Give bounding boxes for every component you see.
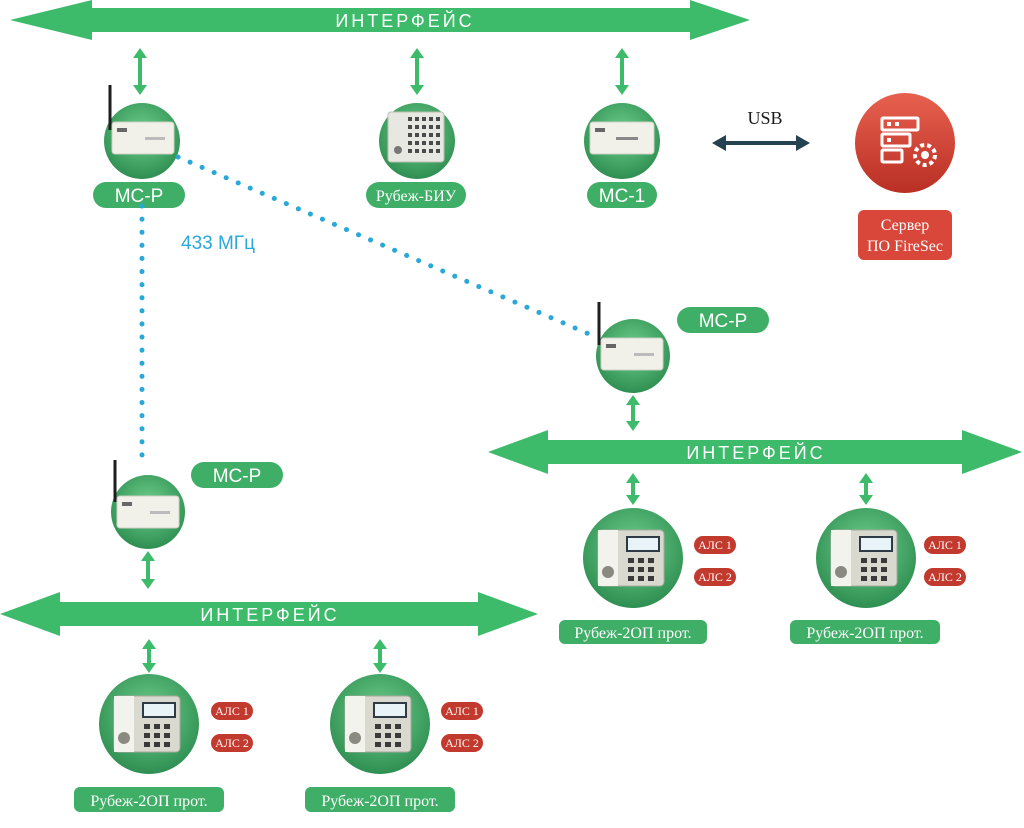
connector-ms-1: [615, 48, 629, 95]
connector-panel-2: [373, 639, 387, 673]
interface-bus-top-label: ИНТЕРФЕЙС: [335, 10, 474, 31]
device-ms-r-right: [596, 302, 670, 393]
connector-rubezh-biu: [410, 48, 424, 95]
svg-text:АЛС 2: АЛС 2: [445, 736, 479, 750]
label-ms-r-left: МС-Р: [191, 462, 283, 488]
connector-panel-4: [859, 473, 873, 505]
connector-panel-3: [626, 473, 640, 505]
label-rubezh-biu: Рубеж-БИУ: [366, 182, 466, 208]
radio-frequency-label: 433 МГц: [181, 233, 255, 254]
connector-ms-r-left: [141, 551, 155, 589]
svg-text:Рубеж-2ОП прот.: Рубеж-2ОП прот.: [90, 793, 207, 810]
usb-label: USB: [747, 108, 782, 128]
panel-rubezh-2op-4: АЛС 1 АЛС 2 Рубеж-2ОП прот.: [790, 508, 992, 644]
device-rubezh-biu: [379, 103, 455, 179]
connector-panel-1: [142, 639, 156, 673]
svg-text:Сервер: Сервер: [881, 217, 930, 234]
svg-text:МС-Р: МС-Р: [213, 466, 262, 487]
svg-text:АЛС 1: АЛС 1: [445, 704, 479, 718]
label-server: Сервер ПО FireSec: [858, 210, 952, 260]
label-ms-1: МС-1: [587, 182, 657, 208]
svg-text:ПО FireSec: ПО FireSec: [867, 238, 943, 255]
label-ms-r-top: МС-Р: [93, 182, 185, 208]
svg-text:АЛС 2: АЛС 2: [928, 570, 962, 584]
svg-text:МС-Р: МС-Р: [115, 186, 164, 207]
interface-bus-top: ИНТЕРФЕЙС: [10, 0, 750, 40]
label-ms-r-right: МС-Р: [677, 307, 769, 333]
svg-text:Рубеж-2ОП прот.: Рубеж-2ОП прот.: [574, 625, 691, 642]
svg-text:АЛС 1: АЛС 1: [698, 538, 732, 552]
panel-rubezh-2op-2: АЛС 1 АЛС 2 Рубеж-2ОП прот.: [305, 674, 507, 812]
svg-text:АЛС 2: АЛС 2: [215, 736, 249, 750]
server-firesec: [855, 93, 955, 193]
radio-link-diagonal: [175, 154, 599, 340]
interface-bus-right-label: ИНТЕРФЕЙС: [686, 442, 825, 463]
panel-rubezh-2op-3: АЛС 1 АЛС 2 Рубеж-2ОП прот.: [559, 508, 760, 644]
device-ms-r-left: [111, 460, 185, 549]
svg-text:Рубеж-2ОП прот.: Рубеж-2ОП прот.: [806, 625, 923, 642]
connector-ms-r-right: [626, 395, 640, 431]
svg-text:АЛС 2: АЛС 2: [698, 570, 732, 584]
svg-text:МС-1: МС-1: [599, 186, 645, 207]
svg-text:АЛС 1: АЛС 1: [215, 704, 249, 718]
svg-text:Рубеж-БИУ: Рубеж-БИУ: [376, 188, 457, 205]
server-gear-icon: [880, 116, 937, 167]
svg-text:АЛС 1: АЛС 1: [928, 538, 962, 552]
interface-bus-left-label: ИНТЕРФЕЙС: [200, 604, 339, 625]
svg-text:МС-Р: МС-Р: [699, 311, 748, 332]
interface-bus-left: ИНТЕРФЕЙС: [0, 592, 538, 636]
svg-text:Рубеж-2ОП прот.: Рубеж-2ОП прот.: [321, 793, 438, 810]
connector-ms-r-top: [133, 48, 147, 95]
interface-bus-right: ИНТЕРФЕЙС: [488, 430, 1022, 474]
panel-rubezh-2op-1: АЛС 1 АЛС 2 Рубеж-2ОП прот.: [74, 674, 276, 812]
device-ms-1: [584, 103, 660, 179]
device-ms-r-top: [104, 85, 180, 179]
usb-link: USB: [712, 108, 810, 151]
